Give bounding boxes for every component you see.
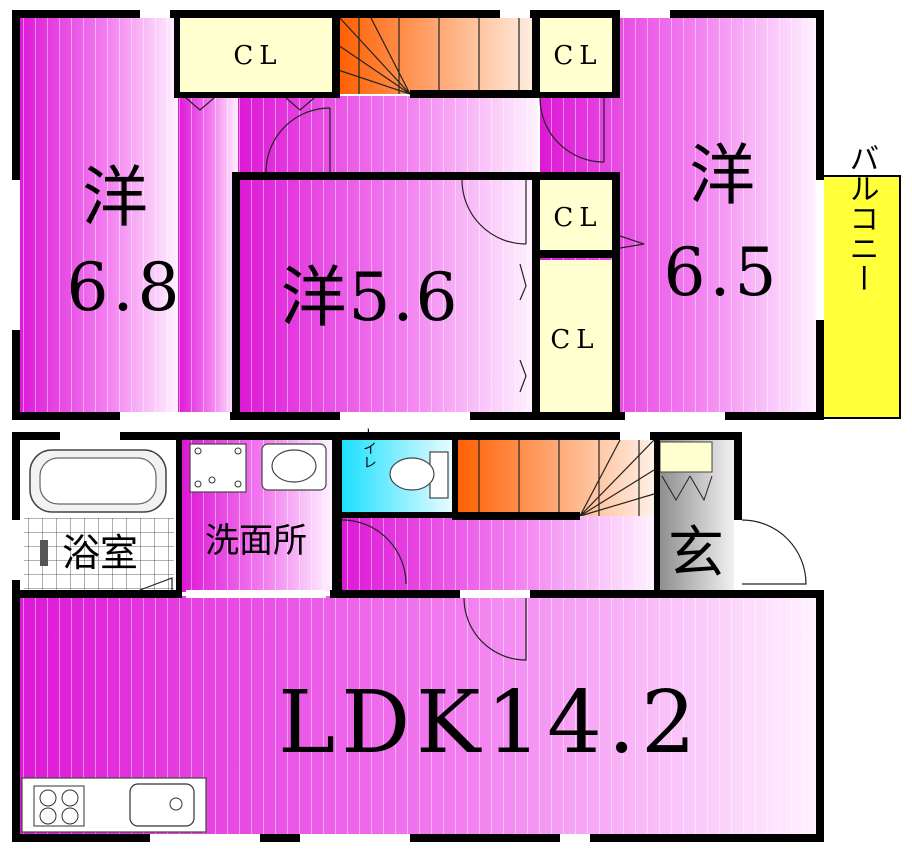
lower-doors	[139, 519, 807, 661]
washroom-label: 洗面所	[205, 521, 307, 561]
upper-hallway	[238, 96, 538, 178]
closet-top-left	[180, 16, 334, 94]
western-room-left-label-top: 洋	[82, 159, 148, 236]
ldk-label: LDK14.2	[278, 673, 702, 773]
lower-floor: 浴室 洗面所 トイレ 玄 LDK14.2	[12, 427, 824, 842]
stairs-upper	[337, 15, 538, 95]
balcony-label: バルコニー	[844, 143, 879, 293]
western-room-right-label-top: 洋	[689, 137, 755, 214]
toilet-label: トイレ	[361, 427, 377, 469]
closet-bottom-right	[538, 260, 618, 412]
western-room-center-label: 洋5.6	[281, 259, 460, 336]
bathroom	[18, 440, 178, 592]
upper-floor: 洋 6.8 洋5.6 洋 6.5 CL CL CL CL バルコニー	[12, 10, 901, 420]
closet-top-right	[538, 16, 618, 94]
balcony	[821, 175, 901, 419]
closet-bottom-right-label: CL	[550, 325, 599, 355]
closet-top-left-label: CL	[233, 41, 282, 71]
washroom	[182, 440, 332, 592]
closet-mid-right	[538, 178, 618, 252]
western-room-left	[18, 16, 238, 416]
closet-top-right-label: CL	[553, 41, 602, 71]
lower-windows	[12, 432, 742, 842]
upper-doors	[185, 97, 645, 393]
upper-windows	[12, 10, 824, 420]
western-room-right-label-bottom: 6.5	[664, 234, 781, 311]
bathroom-label: 浴室	[62, 531, 138, 575]
entrance-label: 玄	[668, 521, 724, 586]
western-room-center	[238, 178, 534, 414]
toilet	[342, 440, 452, 514]
stairs-lower	[456, 439, 655, 517]
lower-hallway	[340, 516, 656, 592]
entrance	[658, 440, 736, 592]
lower-walls	[12, 432, 824, 842]
closet-mid-right-label: CL	[553, 203, 602, 233]
western-room-left-label-bottom: 6.8	[67, 249, 184, 326]
ldk	[18, 596, 818, 834]
